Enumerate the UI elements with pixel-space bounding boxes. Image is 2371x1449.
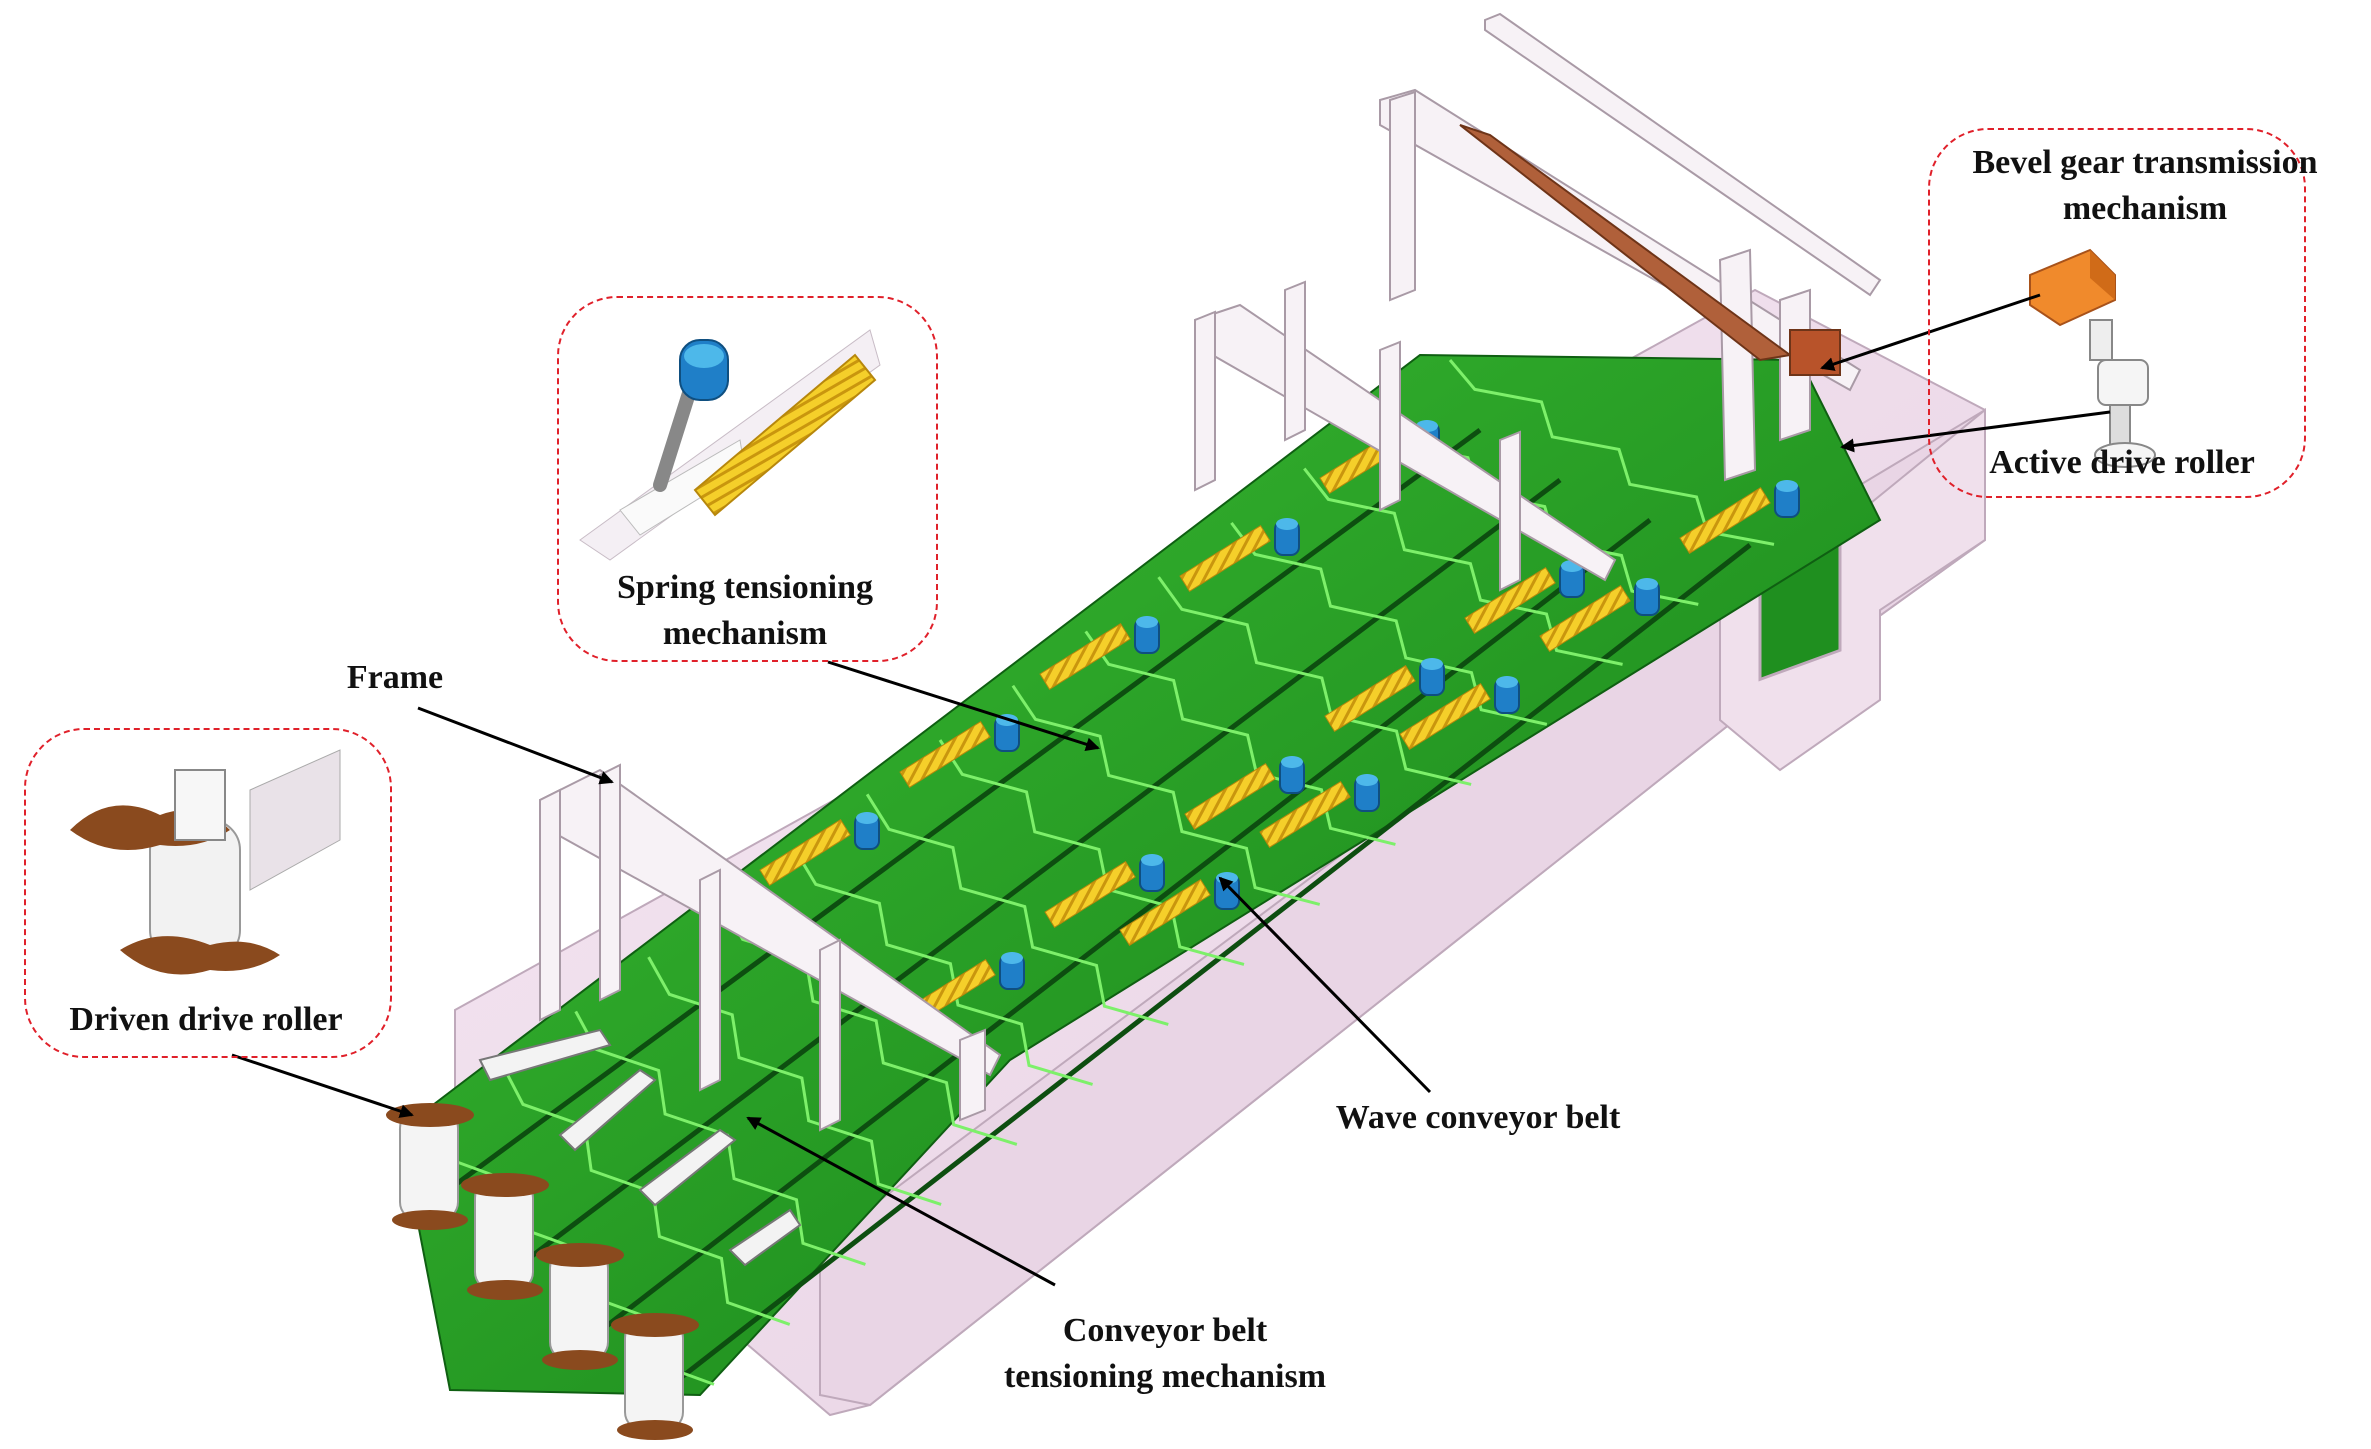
label-belt-tensioning: Conveyor belt tensioning mechanism bbox=[990, 1308, 1340, 1400]
blue-roller-cap bbox=[1216, 872, 1238, 884]
belt-cleat bbox=[1084, 630, 1396, 846]
driven-roller-top-flange bbox=[386, 1103, 474, 1127]
label-bevel-gear-line2: mechanism bbox=[2062, 189, 2228, 227]
blue-roller-cap bbox=[1276, 518, 1298, 530]
belt-cleat bbox=[793, 847, 1093, 1086]
blue-roller-cap bbox=[1776, 480, 1798, 492]
blue-roller-cap bbox=[1636, 578, 1658, 590]
blue-roller-cap bbox=[1281, 756, 1303, 768]
label-bevel-gear-line1: Bevel gear transmission bbox=[1972, 144, 2318, 181]
tension-spring bbox=[1039, 622, 1131, 690]
blue-roller-cap bbox=[856, 812, 878, 824]
tension-spring bbox=[1539, 584, 1631, 652]
tension-spring bbox=[899, 720, 991, 788]
arrow-bevel-gear bbox=[1820, 293, 2041, 371]
tension-spring bbox=[1324, 664, 1416, 732]
label-frame: Frame bbox=[346, 659, 444, 696]
inset-spring-tensioning bbox=[579, 329, 881, 561]
frame-end-block bbox=[1719, 407, 1986, 772]
belt-cleat bbox=[647, 956, 942, 1206]
arrow-spring-tensioning bbox=[827, 660, 1100, 752]
driven-roller-bottom-flange bbox=[392, 1210, 468, 1230]
blue-roller-cap bbox=[1136, 616, 1158, 628]
blue-roller-cap bbox=[1496, 676, 1518, 688]
tension-spring bbox=[1179, 524, 1271, 592]
label-active-drive-roller: Active drive roller bbox=[1989, 444, 2255, 481]
label-belt-tensioning-line2: tensioning mechanism bbox=[1003, 1357, 1327, 1395]
belt-cleat bbox=[1157, 576, 1472, 786]
tension-spring bbox=[1259, 780, 1351, 848]
inset-bevel-gear bbox=[2029, 248, 2156, 468]
machine-bevel-gearbox bbox=[1789, 329, 1841, 376]
belt-tension-arms bbox=[478, 1028, 802, 1267]
label-belt-tensioning-line1: Conveyor belt bbox=[1062, 1312, 1268, 1349]
top-brown-plate bbox=[1459, 124, 1793, 362]
driven-roller-top-flange bbox=[611, 1313, 699, 1337]
tension-spring bbox=[1119, 878, 1211, 946]
blue-roller-cap bbox=[1141, 854, 1163, 866]
label-spring-tensioning-line2: mechanism bbox=[662, 614, 828, 652]
label-driven-drive-roller: Driven drive roller bbox=[69, 1001, 343, 1038]
callout-box-driven-roller bbox=[24, 728, 392, 1058]
label-spring-tensioning: Spring tensioning mechanism bbox=[560, 565, 930, 657]
driven-roller-top-flange bbox=[536, 1243, 624, 1267]
callout-box-bevel-gear bbox=[1928, 128, 2306, 498]
tension-spring bbox=[1464, 566, 1556, 634]
callout-box-spring-tensioning bbox=[557, 296, 938, 662]
driven-rollers bbox=[386, 1103, 699, 1440]
tension-spring bbox=[1044, 860, 1136, 928]
driven-roller-bottom-flange bbox=[542, 1350, 618, 1370]
arrow-wave-belt bbox=[1218, 876, 1432, 1094]
belt-cleat bbox=[1011, 684, 1321, 906]
belt-cleat bbox=[1448, 359, 1775, 546]
blue-roller-cap bbox=[1001, 952, 1023, 964]
arrow-active-roller bbox=[1840, 410, 2111, 453]
driven-roller-bottom-flange bbox=[617, 1420, 693, 1440]
blue-roller-cap bbox=[1356, 774, 1378, 786]
inset-driven-roller bbox=[70, 749, 341, 975]
tension-spring bbox=[1184, 762, 1276, 830]
blue-roller-cap bbox=[1421, 658, 1443, 670]
label-wave-conveyor-belt: Wave conveyor belt bbox=[1335, 1099, 1621, 1136]
driven-roller-bottom-flange bbox=[467, 1280, 543, 1300]
label-bevel-gear: Bevel gear transmission mechanism bbox=[1935, 140, 2355, 232]
driven-roller-top-flange bbox=[461, 1173, 549, 1197]
tension-spring bbox=[1679, 486, 1771, 554]
arrow-belt-tensioning bbox=[746, 1116, 1056, 1287]
label-spring-tensioning-line1: Spring tensioning bbox=[616, 569, 874, 606]
belt-cleat bbox=[865, 793, 1169, 1026]
belt-cleat bbox=[938, 739, 1245, 966]
main-machine bbox=[386, 12, 1986, 1440]
tension-spring bbox=[759, 818, 851, 886]
arrow-frame bbox=[417, 706, 614, 785]
tensioning-springs bbox=[759, 426, 1771, 1026]
tension-spring bbox=[1399, 682, 1491, 750]
leader-arrows bbox=[231, 293, 2111, 1287]
arrow-driven-roller bbox=[231, 1053, 414, 1118]
